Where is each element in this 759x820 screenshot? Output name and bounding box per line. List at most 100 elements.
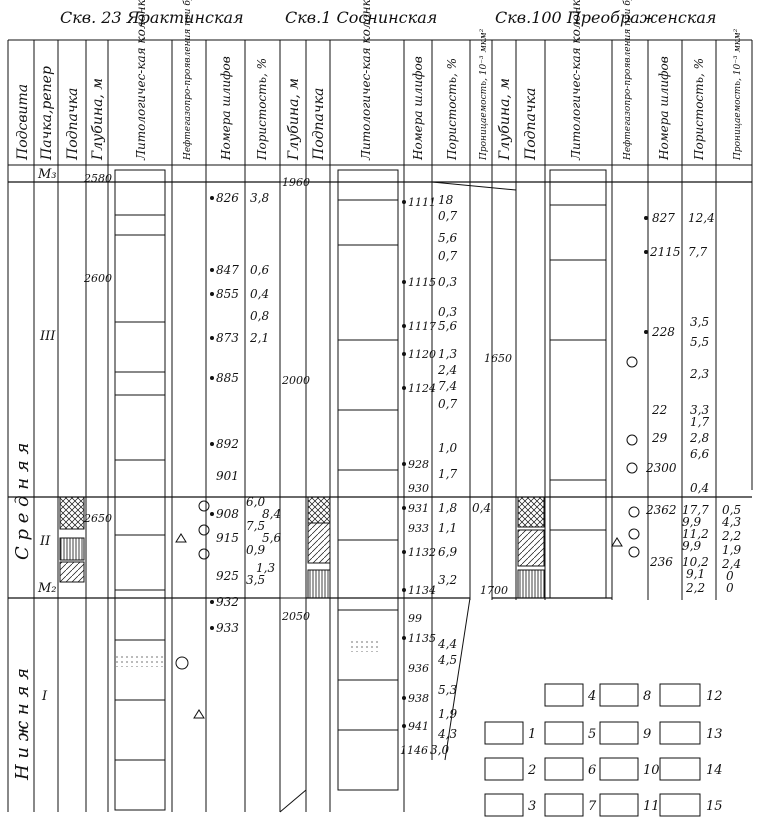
legend-label-12: 12 [706, 689, 723, 704]
sample-100: 22 [651, 403, 667, 417]
pachka-I: I [41, 689, 48, 704]
header-glubina-100: Глубина, м [497, 78, 513, 161]
legend-label-5: 5 [588, 727, 596, 742]
header-nomer-1: Номера шлифов [411, 56, 425, 161]
sample-1: 1120 [408, 348, 436, 361]
title-well-1: Скв.1 Соснинская [285, 8, 438, 27]
legend-label-15: 15 [706, 799, 723, 814]
sample-1: 1124 [408, 382, 436, 395]
depth-1-2000: 2000 [281, 374, 310, 387]
sample-1: 1134 [408, 584, 436, 597]
sample-1: 930 [408, 482, 429, 495]
permeability-100: 0,5 [722, 503, 741, 517]
sample-23: 908 [216, 507, 239, 521]
sample-1: 1132 [408, 546, 436, 559]
permeability-100: 4,3 [721, 515, 741, 529]
sample-1: 99 [408, 612, 422, 625]
sample-1: 941 [408, 720, 429, 733]
porosity-23: 0,4 [250, 287, 269, 301]
header-neftegaz-23: Нефтегазопро-проявления при бурении [182, 0, 193, 161]
sample-23: 925 [216, 569, 239, 583]
sample-23: 915 [216, 531, 239, 545]
marker-m3: M₃ [37, 167, 57, 182]
title-well-23: Скв. 23 Яpактинская [60, 8, 244, 27]
porosity-1: 1,0 [438, 441, 457, 455]
porosity-100: 9,9 [682, 515, 701, 529]
porosity-23: 7,5 [246, 519, 265, 533]
porosity-1: 0,7 [438, 209, 457, 223]
header-nomer-100: Номера шлифов [657, 56, 671, 161]
header-pronic-100: Проницаемость, 10⁻³ мкм² [733, 28, 743, 161]
porosity-100: 2,2 [685, 581, 705, 595]
sample-23: 933 [216, 621, 239, 635]
header-podsvita: Подсвита [15, 84, 31, 161]
porosity-1: 5,6 [438, 231, 457, 245]
sample-100: 827 [652, 211, 675, 225]
sample-100: 2115 [649, 245, 681, 259]
permeability-100: 1,9 [722, 543, 741, 557]
legend-label-8: 8 [643, 689, 651, 704]
legend-label-2: 2 [527, 763, 536, 778]
header-pachka: Пачка,репер [39, 66, 55, 161]
porosity-1: 3,2 [438, 573, 457, 587]
depth-100-1650: 1650 [484, 352, 512, 365]
sample-100: 236 [649, 555, 673, 569]
porosity-1: 1,1 [438, 521, 457, 535]
podsvita-nizhnyaya: Н и ж н я я [12, 668, 33, 781]
legend-label-1: 1 [528, 727, 536, 742]
porosity-23: 0,9 [246, 543, 265, 557]
legend-label-9: 9 [643, 727, 651, 742]
porosity-23: 2,1 [249, 331, 269, 345]
legend-label-3: 3 [528, 799, 536, 814]
header-litcol-23: Литологичес-кая колонка [134, 0, 148, 161]
porosity-1: 5,6 [438, 319, 457, 333]
porosity-23: 0,8 [250, 309, 269, 323]
porosity-1: 0,7 [438, 249, 457, 263]
porosity-100: 7,7 [688, 245, 707, 259]
sample-1: 936 [408, 662, 429, 675]
sample-1: 1115 [408, 276, 436, 289]
header-podpachka-1: Подпачка [311, 88, 327, 161]
porosity-100: 12,4 [688, 211, 715, 225]
sample-23: 932 [216, 595, 239, 609]
header-nomer-23: Номера шлифов [219, 56, 233, 161]
marker-m2: M₂ [37, 581, 57, 596]
sample-1: 938 [408, 692, 429, 705]
porosity-1: 4,4 [437, 637, 457, 651]
sample-23: 826 [216, 191, 239, 205]
porosity-100: 2,8 [689, 431, 709, 445]
sample-1: 928 [408, 458, 429, 471]
sample-23: 855 [216, 287, 239, 301]
porosity-1: 4,3 [437, 727, 457, 741]
pachka-III: III [39, 329, 56, 344]
sample-1: 1146 [400, 744, 428, 757]
permeability-100: 2,4 [721, 557, 741, 571]
porosity-100: 17,7 [682, 503, 709, 517]
depth-1-2050: 2050 [281, 610, 310, 623]
porosity-1: 18 [438, 193, 454, 207]
porosity-23: 3,5 [246, 573, 265, 587]
header-neftegaz-100: Нефтегазопро-проявления при бурении [622, 0, 633, 161]
sample-1: 1111 [408, 196, 436, 209]
porosity-100: 11,2 [682, 527, 709, 541]
legend-label-11: 11 [643, 799, 660, 814]
porosity-1: 0,3 [438, 305, 457, 319]
porosity-1: 5,3 [438, 683, 457, 697]
permeability-100: 0 [726, 581, 734, 595]
porosity-1: 4,5 [437, 653, 457, 667]
porosity-1: 6,9 [438, 545, 457, 559]
legend-label-6: 6 [588, 763, 596, 778]
porosity-1: 7,4 [438, 379, 457, 393]
header-litcol-1: Литологичес-кая колонка [359, 0, 373, 161]
permeability-1: 0,4 [472, 501, 491, 515]
depth-23-2650: 2650 [83, 512, 112, 525]
header-poristost-1: Пористость, % [445, 58, 459, 161]
header-litcol-100: Литологичес-кая колонка [569, 0, 583, 161]
pachka-II: II [39, 534, 51, 549]
sample-23: 885 [216, 371, 239, 385]
sample-1: 1117 [408, 320, 436, 333]
sample-23: 892 [216, 437, 239, 451]
porosity-100: 9,1 [686, 567, 705, 581]
header-poristost-100: Пористость, % [692, 58, 706, 161]
